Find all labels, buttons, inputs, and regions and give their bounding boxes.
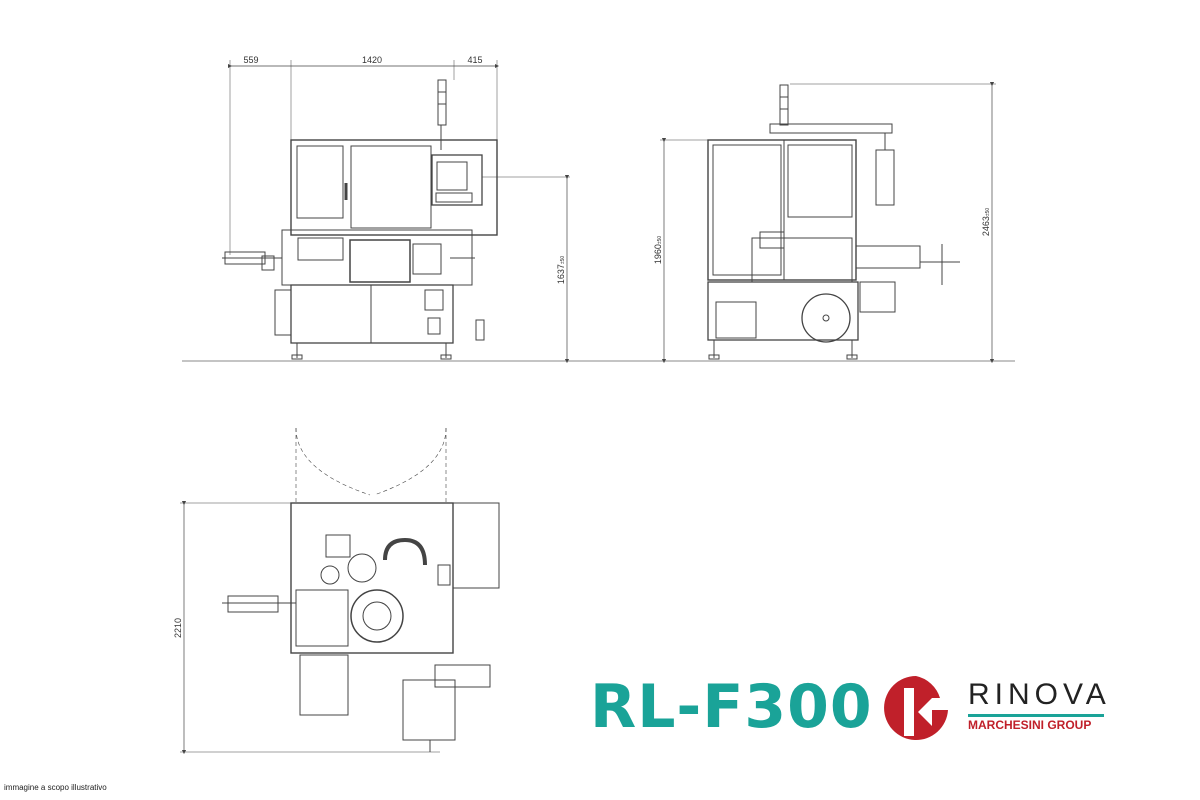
caption: immagine a scopo illustrativo [4,783,107,792]
dim-front-center: 1420 [362,55,382,65]
rinova-logo-icon [884,676,948,740]
brand-group: MARCHESINI GROUP [968,718,1092,732]
svg-text:1637±50: 1637±50 [556,256,566,285]
side-view [660,81,996,364]
dim-front-height: 1637 [556,264,566,284]
dim-plan-depth: 2210 [173,618,183,638]
front-view [182,60,1015,364]
svg-text:1960±50: 1960±50 [653,236,663,265]
dim-side-total-height: 2463 [981,216,991,236]
brand-rule [968,714,1104,717]
dim-front-left: 559 [243,55,258,65]
dim-side-height-tol: ±50 [657,236,663,245]
model-name: RL-F300 [590,672,873,742]
brand-name: RINOVA [968,678,1111,711]
dim-front-right: 415 [467,55,482,65]
svg-text:2463±50: 2463±50 [981,208,991,237]
plan-view [180,427,500,755]
dim-side-total-height-tol: ±50 [985,208,991,217]
dim-front-height-tol: ±50 [560,256,566,265]
dim-side-height: 1960 [653,244,663,264]
